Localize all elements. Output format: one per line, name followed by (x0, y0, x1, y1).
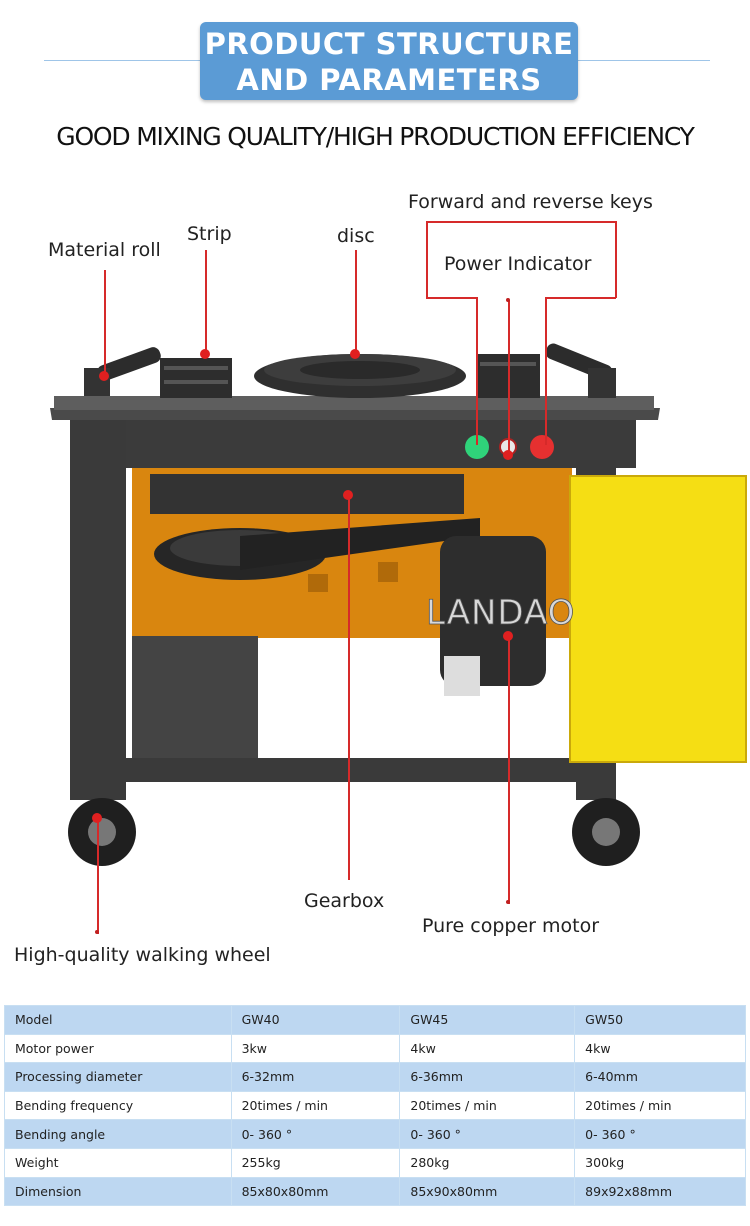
callout-gearbox: Gearbox (304, 890, 385, 912)
leader-dot-gearbox (343, 490, 353, 500)
table-row-header: Weight (4, 1147, 232, 1178)
leader-forward-key (476, 297, 478, 445)
table-cell: 0- 360 ° (574, 1119, 746, 1149)
leader-wheel (97, 818, 99, 934)
table-cell: 20times / min (230, 1090, 401, 1121)
table-cell: GW45 (399, 1005, 576, 1035)
header-rule-left (44, 60, 204, 61)
callout-strip: Strip (187, 223, 232, 245)
leader-power-indicator (508, 300, 510, 455)
table-cell: 20times / min (399, 1090, 576, 1121)
table-cell: 85x90x80mm (399, 1176, 576, 1207)
callout-disc: disc (337, 225, 375, 247)
table-cell: 85x80x80mm (230, 1176, 401, 1207)
banner-line-1: PRODUCT STRUCTURE (204, 27, 574, 61)
table-row-header: Model (4, 1005, 232, 1035)
watermark: LANDAO (426, 593, 575, 633)
leg-left (70, 420, 126, 800)
table-row-header: Processing diameter (4, 1062, 232, 1092)
leader-disc (355, 250, 357, 354)
copper-motor (440, 536, 546, 686)
table-cell: 89x92x88mm (574, 1176, 746, 1207)
table-row-header: Bending angle (4, 1119, 232, 1149)
callout-forward-reverse: Forward and reverse keys (408, 191, 653, 213)
page-headline: GOOD MIXING QUALITY/HIGH PRODUCTION EFFI… (56, 122, 695, 151)
table-cell: 300kg (574, 1147, 746, 1178)
callout-power-indicator: Power Indicator (444, 253, 592, 275)
belts (240, 518, 480, 570)
leader-motor (508, 636, 510, 904)
table-row-header: Dimension (4, 1176, 232, 1207)
table-cell: GW50 (574, 1005, 746, 1035)
strip-left (160, 358, 232, 398)
yellow-door (569, 475, 747, 763)
leader-dot-strip (200, 349, 210, 359)
table-row-header: Bending frequency (4, 1090, 232, 1121)
table-cell: 3kw (230, 1033, 401, 1064)
leader-dot-material-roll (99, 371, 109, 381)
table-cell: GW40 (230, 1005, 401, 1035)
leader-dot-power-indicator (506, 298, 510, 302)
machine-illustration: LANDAO (50, 343, 747, 866)
lower-frame (132, 636, 258, 762)
bracket-right (615, 221, 617, 298)
table-cell: 6-32mm (230, 1062, 401, 1092)
leader-end-wheel (95, 930, 99, 934)
table-cell: 0- 360 ° (399, 1119, 576, 1149)
leader-dot-disc (350, 349, 360, 359)
leader-strip (205, 250, 207, 354)
material-roll-left (97, 347, 161, 381)
callout-motor: Pure copper motor (422, 915, 600, 937)
leader-gearbox (348, 495, 350, 880)
top-plate-surface (54, 396, 654, 410)
leader-reverse-key (545, 297, 547, 445)
table-cell: 6-40mm (574, 1062, 746, 1092)
table-cell: 4kw (574, 1033, 746, 1064)
bracket-bottom-left (426, 297, 477, 299)
section-banner: PRODUCT STRUCTURE AND PARAMETERS (200, 22, 578, 100)
table-cell: 280kg (399, 1147, 576, 1178)
reverse-key (530, 435, 554, 459)
leader-dot-power-light (503, 450, 513, 460)
table-cell: 255kg (230, 1147, 401, 1178)
callout-material-roll: Material roll (48, 239, 161, 261)
table-cell: 20times / min (574, 1090, 746, 1121)
crossbar (126, 758, 596, 782)
gearbox (150, 474, 464, 514)
table-cell: 6-36mm (399, 1062, 576, 1092)
top-plate (50, 408, 660, 420)
bracket-bottom-right (545, 297, 616, 299)
table-row-header: Motor power (4, 1033, 232, 1064)
banner-line-2: AND PARAMETERS (236, 63, 542, 97)
table-cell: 4kw (399, 1033, 576, 1064)
bracket-top (426, 221, 616, 223)
callout-wheel: High-quality walking wheel (14, 944, 271, 966)
leader-end-motor (506, 900, 510, 904)
leader-dot-motor (503, 631, 513, 641)
leader-material-roll (104, 270, 106, 376)
bracket-left (426, 221, 428, 298)
table-cell: 0- 360 ° (230, 1119, 401, 1149)
header-rule-right (576, 60, 710, 61)
leader-dot-wheel (92, 813, 102, 823)
forward-key (465, 435, 489, 459)
roll-bracket-right (588, 368, 616, 398)
